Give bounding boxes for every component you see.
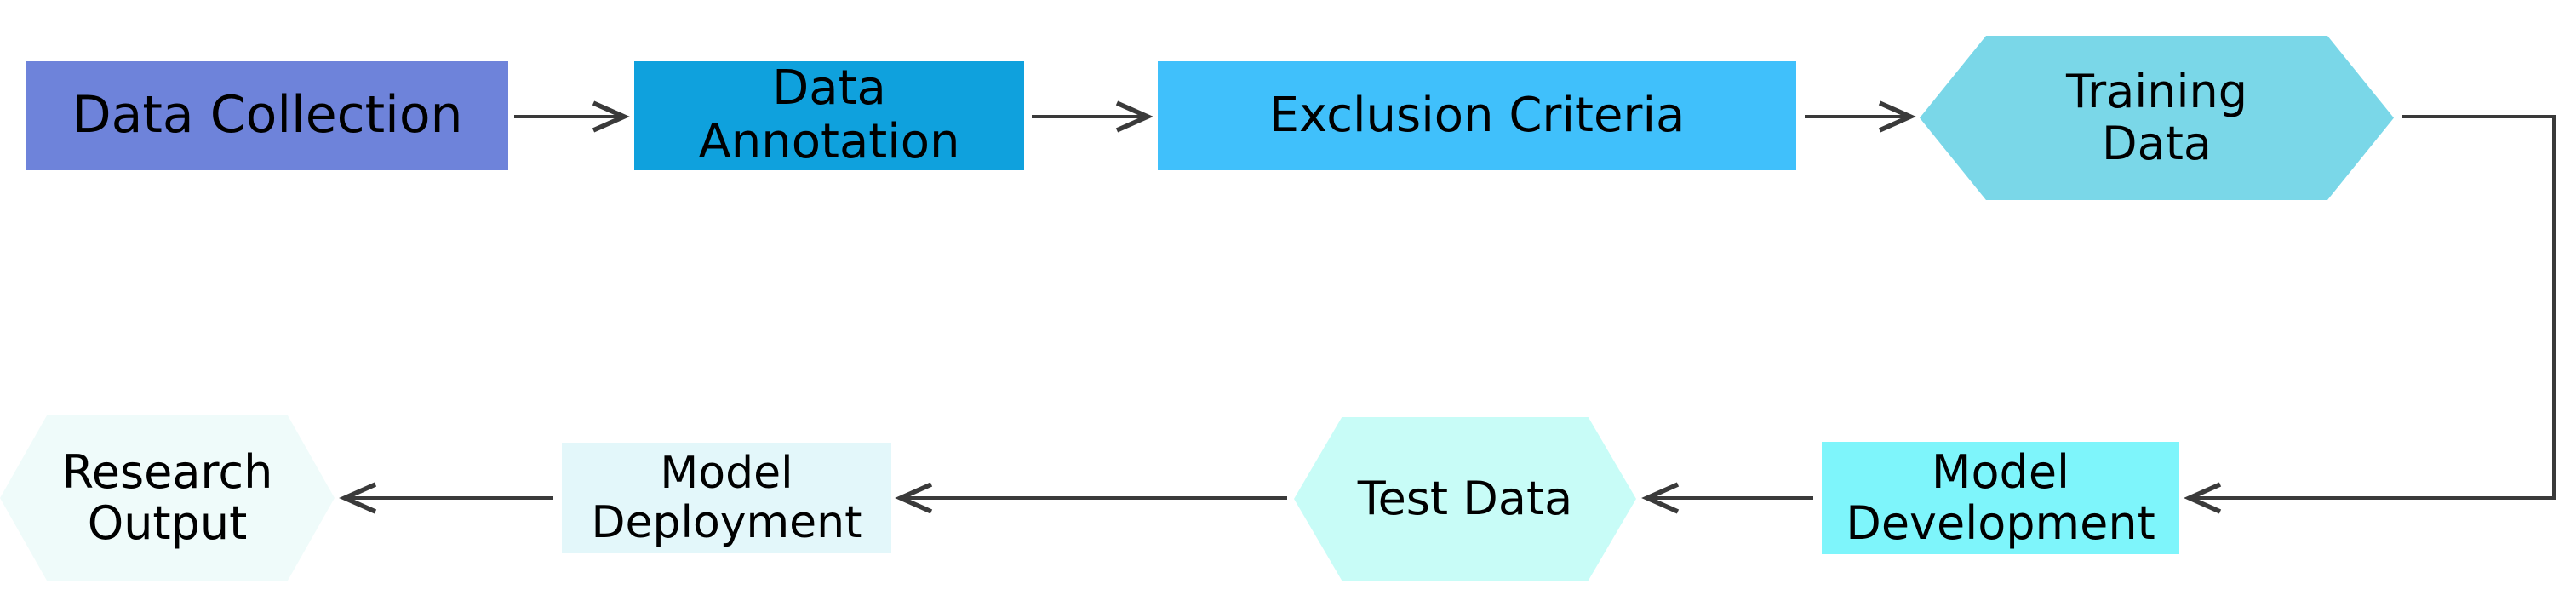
node-label-test-data: Test Data	[1357, 471, 1573, 525]
node-label-model-development: Model Development	[1846, 444, 2155, 550]
node-data-annotation[interactable]: Data Annotation	[634, 61, 1024, 170]
node-label-data-annotation: Data Annotation	[698, 60, 960, 169]
node-label-model-deployment: Model Deployment	[591, 447, 862, 548]
node-label-research-output: Research Output	[61, 444, 273, 550]
node-data-collection[interactable]: Data Collection	[26, 61, 508, 170]
node-test-data[interactable]: Test Data	[1294, 417, 1636, 581]
node-label-exclusion-criteria: Exclusion Criteria	[1268, 87, 1686, 143]
node-label-training-data: Training Data	[2065, 65, 2248, 170]
node-model-deployment[interactable]: Model Deployment	[562, 443, 891, 553]
node-exclusion-criteria[interactable]: Exclusion Criteria	[1158, 61, 1796, 170]
node-training-data[interactable]: Training Data	[1920, 36, 2394, 200]
node-research-output[interactable]: Research Output	[0, 415, 335, 581]
node-model-development[interactable]: Model Development	[1822, 442, 2179, 554]
node-label-data-collection: Data Collection	[72, 85, 463, 146]
